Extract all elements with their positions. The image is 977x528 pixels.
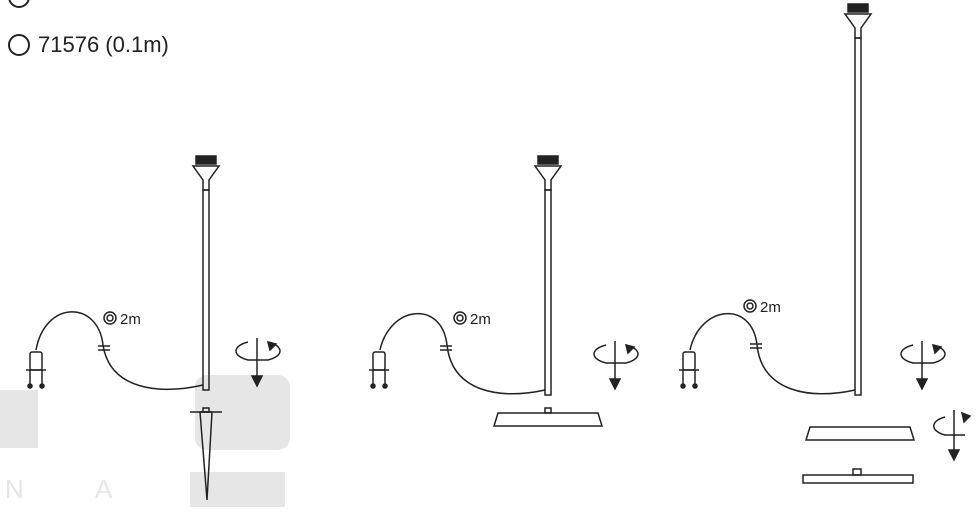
rotate-arrow-icon (933, 410, 972, 462)
lamp-variant-base: 2m (369, 155, 639, 427)
option-1[interactable] (8, 0, 38, 8)
lamp-variant-tall: 2m (679, 3, 972, 484)
base-plate (492, 407, 604, 427)
base-ring (804, 426, 916, 441)
rotate-arrow-icon (593, 341, 639, 391)
lamp-head (843, 3, 873, 39)
cable-length-label: 2m (760, 299, 781, 316)
cable (379, 313, 546, 395)
lamp-head (191, 155, 221, 191)
plug-icon (26, 351, 46, 389)
coil-icon (453, 311, 467, 325)
pole (544, 189, 552, 396)
ground-spike (190, 407, 222, 501)
coil-icon (103, 311, 117, 325)
lamp-head (533, 155, 563, 191)
pole (202, 189, 210, 391)
coil-icon (743, 299, 757, 313)
cable (689, 313, 856, 395)
cable-length-label: 2m (470, 311, 491, 328)
cable (35, 311, 204, 391)
option-2-label: 71576 (0.1m) (38, 32, 169, 57)
cable-length-label: 2m (120, 311, 141, 328)
plug-icon (679, 351, 699, 389)
lamp-variant-spike: 2m (26, 155, 281, 501)
rotate-arrow-icon (235, 338, 281, 388)
rotate-arrow-icon (900, 341, 946, 391)
pole (854, 37, 862, 396)
plug-icon (369, 351, 389, 389)
radio-circle-icon[interactable] (8, 34, 30, 56)
watermark-letter-n: N (5, 474, 24, 504)
base-plate (802, 468, 914, 484)
watermark-letter-a: A (95, 474, 113, 504)
option-2[interactable]: 71576 (0.1m) (8, 32, 169, 58)
